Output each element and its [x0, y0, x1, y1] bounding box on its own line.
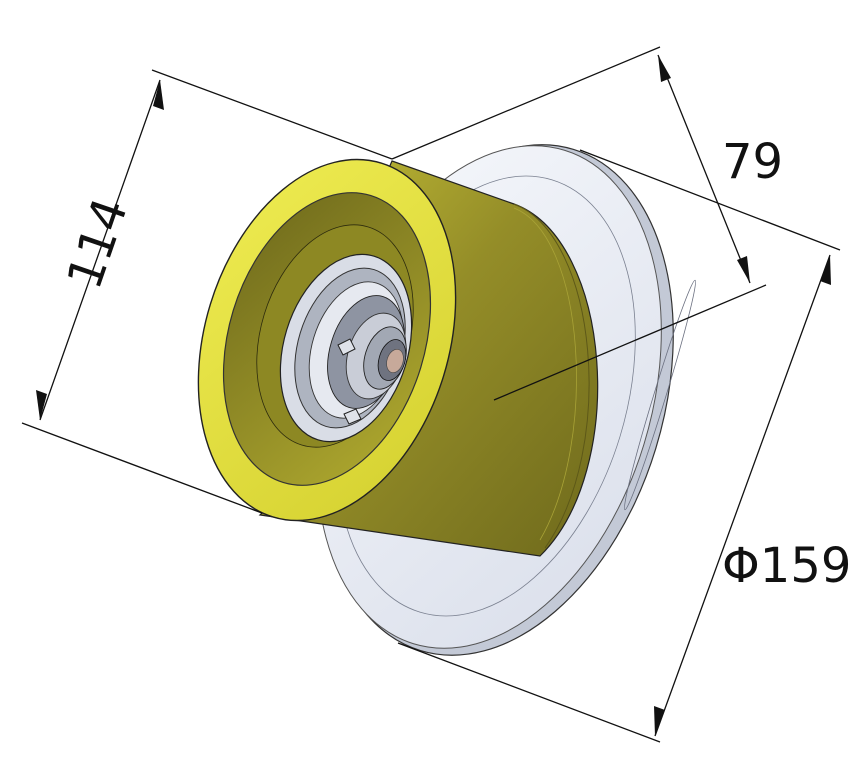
bearing-assembly — [279, 253, 413, 443]
dim-114-extension-bottom — [21, 422, 263, 514]
dim-114-extension-top — [151, 69, 393, 160]
dim-114-label: 114 — [56, 191, 139, 296]
dim-diameter-line — [654, 254, 831, 737]
dim-diameter-extension-bottom — [397, 642, 661, 743]
arrow-79-top — [658, 55, 671, 82]
arrow-diameter-top — [820, 255, 831, 285]
arrow-114-top — [153, 80, 164, 110]
dim-79-extension-bottom — [493, 284, 767, 401]
arrow-114-bottom — [36, 390, 47, 420]
dim-79-label: 79 — [722, 134, 783, 190]
arrow-diameter-bottom — [654, 706, 665, 736]
dimension-arrows — [36, 55, 831, 736]
dim-diameter-label: Φ159 — [722, 538, 851, 594]
dim-79-extension-top — [391, 46, 661, 160]
arrow-79-bottom — [737, 256, 750, 283]
dim-79-line — [657, 54, 751, 284]
dim-114-line — [39, 79, 161, 421]
dim-diameter-extension-top — [579, 149, 841, 251]
dimension-lines — [21, 46, 841, 743]
